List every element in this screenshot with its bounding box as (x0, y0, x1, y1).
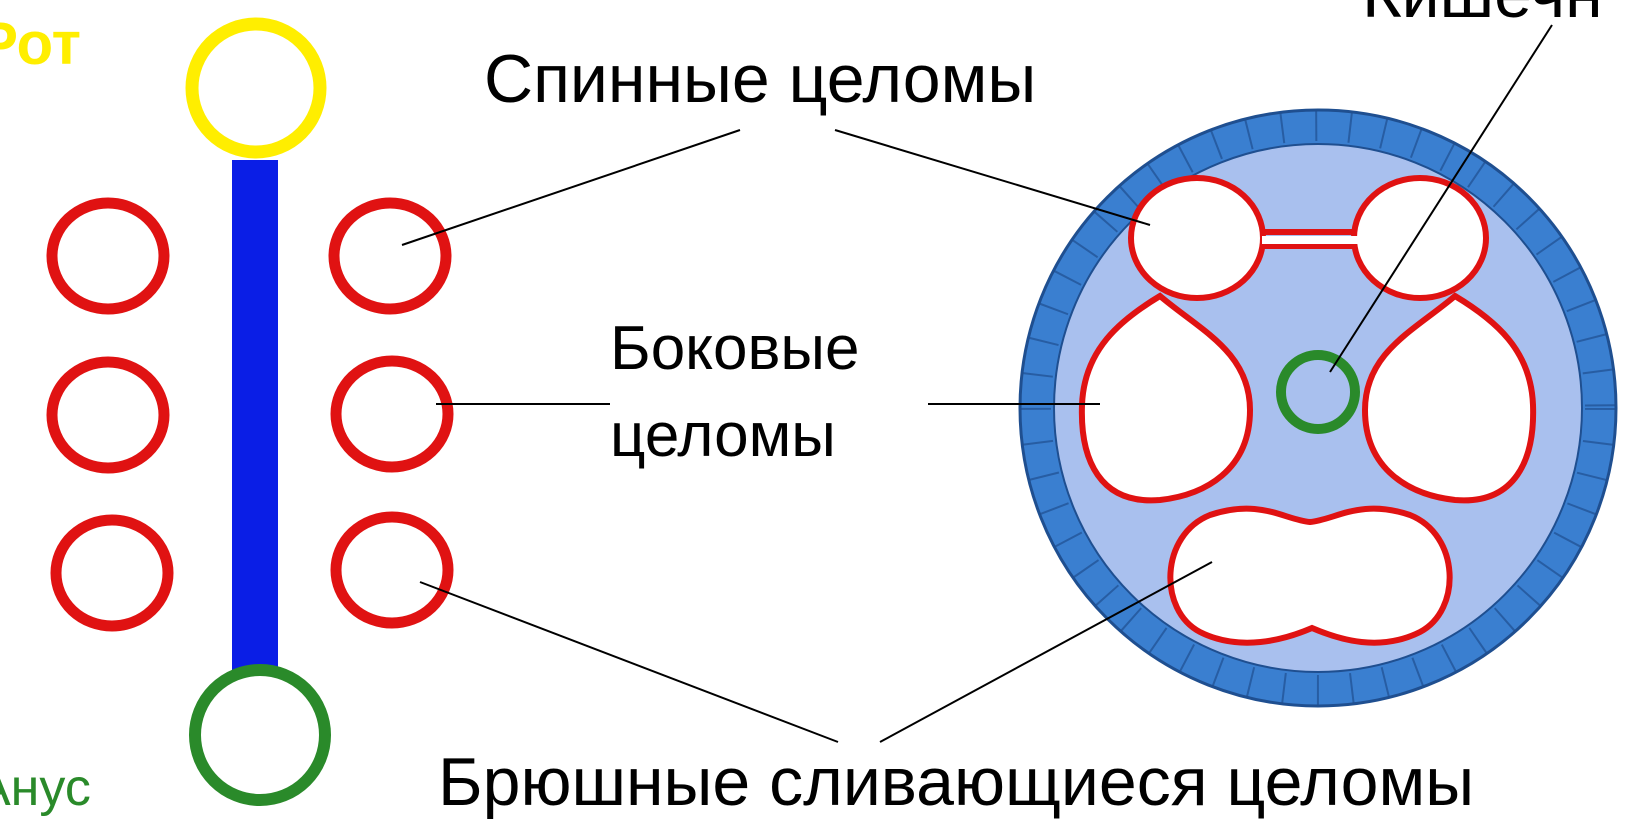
mouth-circle (185, 17, 327, 159)
dorsal-coeloms-label: Спинные целомы (484, 41, 1037, 117)
coelom-left-1 (46, 197, 170, 315)
intestine-label: Кишечн (1362, 0, 1603, 28)
coelom-right-2 (330, 355, 454, 473)
leader-intestine (1329, 24, 1553, 373)
anus-circle (189, 664, 331, 806)
body-wall-segments (1021, 111, 1615, 705)
leader-lines (401, 24, 1553, 743)
intestine-circle (1276, 350, 1360, 434)
coelom-left-2 (46, 356, 170, 474)
lateral-coeloms-label-1: Боковые (610, 314, 860, 383)
lateral-coeloms-label-2: целомы (610, 401, 836, 470)
ventral-coeloms (1167, 505, 1453, 646)
anus-label: Анус (0, 759, 91, 817)
cross-section (1018, 108, 1618, 708)
coelom-left-3 (50, 514, 174, 632)
dorsal-coeloms (1128, 175, 1489, 301)
leader-ventral-left (419, 581, 839, 743)
leader-ventral-right (879, 561, 1213, 743)
mouth-label: Рот (0, 10, 82, 77)
leader-dorsal-right (834, 129, 1151, 226)
longitudinal-scheme (46, 17, 454, 806)
coelom-right-1 (328, 197, 452, 315)
lateral-coeloms (1078, 292, 1537, 504)
gut-tube (232, 160, 278, 670)
leader-dorsal-left (401, 129, 741, 246)
ventral-coeloms-label: Брюшные сливающиеся целомы (438, 744, 1475, 820)
coelom-right-3 (330, 511, 454, 629)
